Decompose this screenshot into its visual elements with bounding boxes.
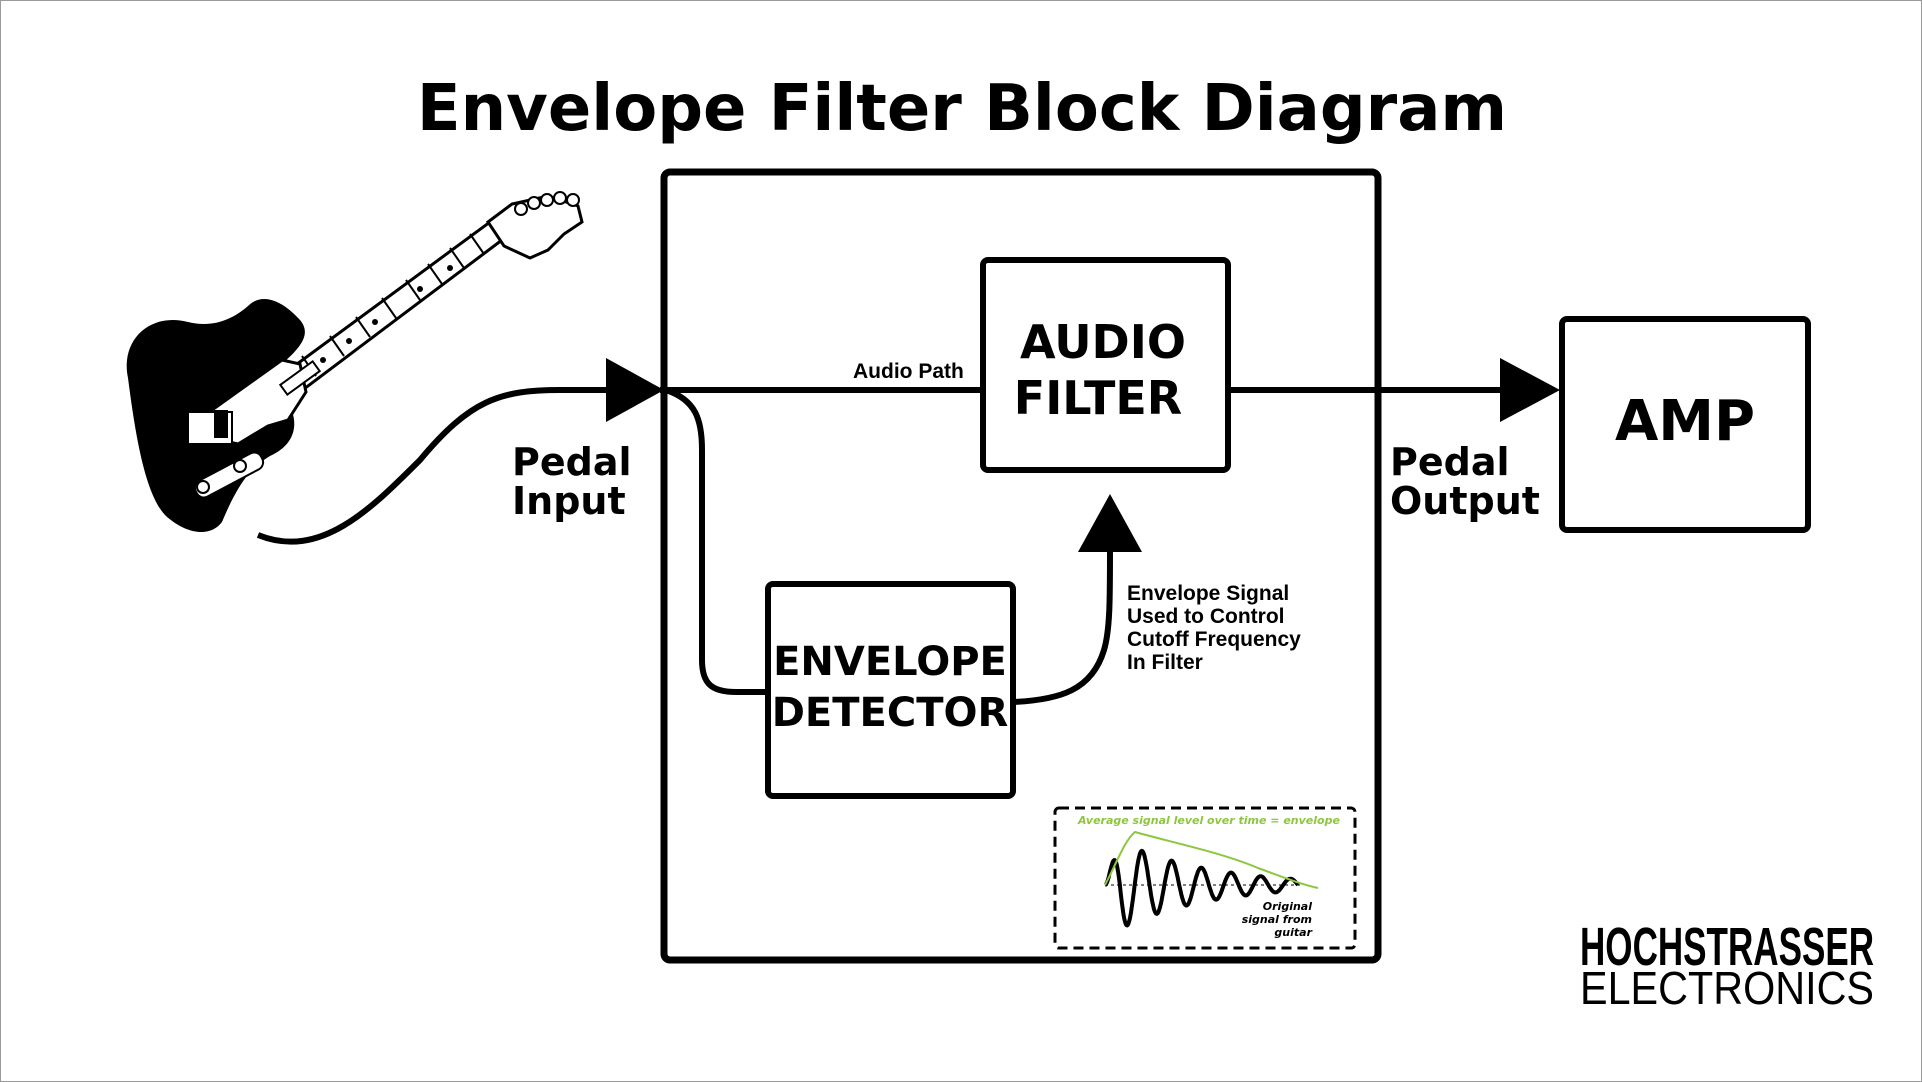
audio-filter-label-line1: AUDIO bbox=[1020, 315, 1186, 369]
amp-label: AMP bbox=[1615, 389, 1755, 454]
diagram-title: Envelope Filter Block Diagram bbox=[417, 72, 1507, 146]
logo-line2: ELECTRONICS bbox=[1580, 962, 1874, 1014]
output-arrowhead bbox=[1500, 358, 1560, 422]
audio-filter-label-line2: FILTER bbox=[1014, 371, 1182, 425]
envelope-curve bbox=[1104, 830, 1319, 889]
envelope-control-arrowhead bbox=[1078, 494, 1142, 552]
envelope-note-line1: Envelope Signal bbox=[1127, 582, 1289, 605]
envelope-note-line2: Used to Control bbox=[1127, 605, 1285, 628]
audio-path-label: Audio Path bbox=[853, 360, 964, 383]
envelope-inset: Average signal level over time = envelop… bbox=[1053, 806, 1357, 950]
pedal-input-label-line2: Input bbox=[512, 479, 626, 523]
envelope-note-line4: In Filter bbox=[1127, 651, 1203, 674]
detector-feed-line bbox=[664, 387, 770, 695]
envelope-control-line bbox=[1012, 547, 1113, 705]
envelope-signal-note: Envelope Signal Used to Control Cutoff F… bbox=[1127, 582, 1301, 674]
guitar-cable bbox=[256, 387, 610, 545]
guitar-icon bbox=[126, 191, 584, 533]
inset-signal-label-line1: Original bbox=[1263, 900, 1312, 913]
pedal-output-label-line2: Output bbox=[1390, 479, 1540, 523]
envelope-detector-block bbox=[765, 581, 1016, 799]
logo-line1: HOCHSTRASSER bbox=[1580, 917, 1874, 977]
amp-block bbox=[1559, 316, 1811, 533]
inset-caption: Average signal level over time = envelop… bbox=[1077, 814, 1340, 827]
audio-filter-block bbox=[980, 257, 1231, 473]
envelope-note-line3: Cutoff Frequency bbox=[1127, 628, 1301, 651]
input-arrowhead bbox=[606, 358, 664, 422]
envelope-detector-label-line2: DETECTOR bbox=[772, 690, 1009, 736]
hochstrasser-logo: HOCHSTRASSER ELECTRONICS bbox=[1580, 917, 1874, 1014]
inset-border bbox=[1053, 806, 1357, 950]
pedal-input-label-line1: Pedal bbox=[512, 440, 632, 484]
original-signal-wave bbox=[1104, 848, 1300, 928]
inset-signal-label-line2: signal from bbox=[1242, 913, 1312, 926]
pedal-box bbox=[660, 168, 1382, 964]
pedal-output-label-line1: Pedal bbox=[1390, 440, 1510, 484]
envelope-detector-label-line1: ENVELOPE bbox=[773, 639, 1007, 685]
inset-signal-label-line3: guitar bbox=[1274, 926, 1312, 939]
